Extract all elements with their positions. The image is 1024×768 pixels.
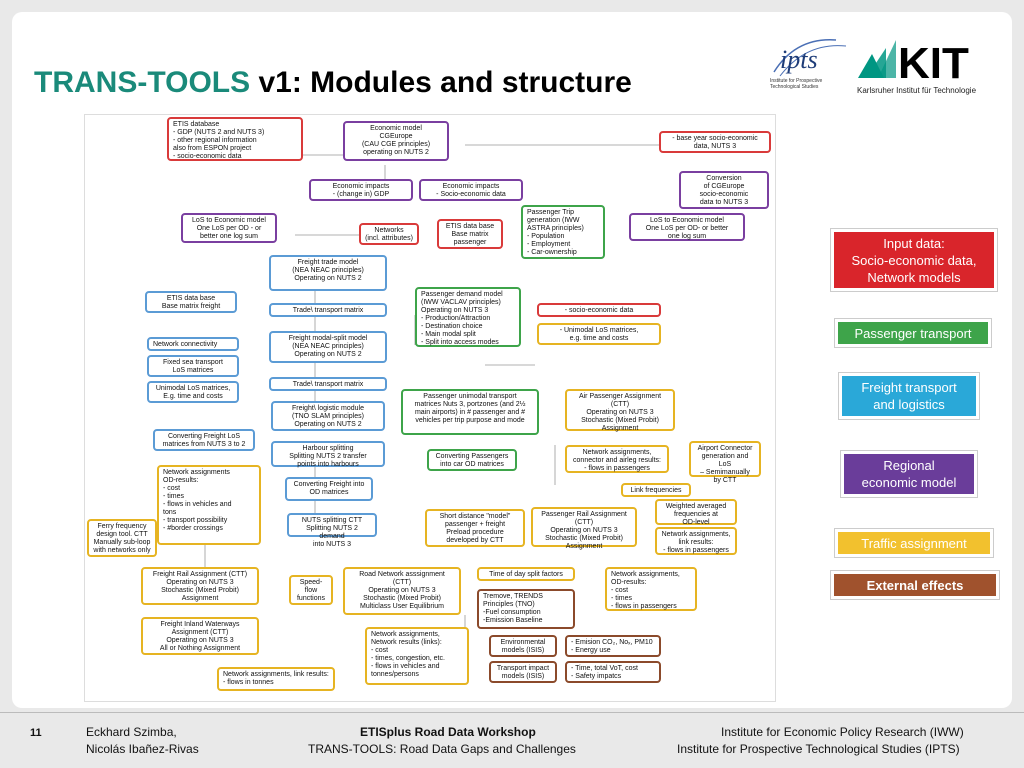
box-air-passenger-assignment: Air Passenger Assignment (CTT) Operating… — [565, 389, 675, 432]
box-network-assignments-air: Network assignments, connector and airle… — [565, 445, 669, 473]
box-converting-passengers: Converting Passengers into car OD matric… — [427, 449, 517, 471]
box-transport-impact-models: Transport impact models (ISIS) — [489, 661, 557, 683]
box-road-network-assignment: Road Network asssignment (CTT) Operating… — [343, 567, 461, 615]
box-etis-base-freight: ETIS data base Base matrix freight — [145, 291, 237, 313]
box-network-assignments-tonnes: Network assignments, link results: - flo… — [217, 667, 335, 691]
box-speed-flow: Speed- flow functions — [289, 575, 333, 605]
box-network-assignments-od: Network assignments OD-results: - cost -… — [157, 465, 261, 545]
box-short-distance-model: Short distance "model" passenger + freig… — [425, 509, 525, 547]
box-time-of-day: Time of day split factors — [477, 567, 575, 581]
footer-institute-2: Institute for Prospective Technological … — [677, 742, 960, 756]
footer-author-1: Eckhard Szimba, — [86, 725, 177, 739]
box-airport-connector: Airport Connector generation and LoS – S… — [689, 441, 761, 484]
box-fixed-sea-transport: Fixed sea transport LoS matrices — [147, 355, 239, 377]
box-trade-matrix-2: Trade\ transport matrix — [269, 377, 387, 391]
ipts-logo-subtitle: Institute for Prospective Technological … — [770, 78, 823, 90]
box-freight-trade-model: Freight trade model (NEA NEAC principles… — [269, 255, 387, 291]
box-converting-freight-od: Converting Freight into OD matrices — [285, 477, 373, 501]
box-unimodal-los-freight: Unimodal LoS matrices, E.g. time and cos… — [147, 381, 239, 403]
box-econ-impacts-gdp: Economic impacts - (change in) GDP — [309, 179, 413, 201]
kit-logo-subtitle: Karlsruher Institut für Technologie — [857, 86, 977, 95]
box-link-frequencies: Link frequencies — [621, 483, 691, 497]
box-economic-model: Economic model CGEurope (CAU CGE princip… — [343, 121, 449, 161]
ipts-logo: ipts — [766, 32, 856, 98]
legend-traffic-assignment: Traffic assignment — [838, 532, 990, 554]
legend-external-effects: External effects — [834, 574, 996, 596]
legend-freight-transport: Freight transport and logistics — [842, 376, 976, 416]
box-socio-economic-data: - socio-economic data — [537, 303, 661, 317]
box-econ-impacts-socio: Economic impacts - Socio-economic data — [419, 179, 523, 201]
box-environmental-models: Environmental models (ISIS) — [489, 635, 557, 657]
box-harbour-splitting: Harbour splitting Splitting NUTS 2 trans… — [271, 441, 385, 468]
page-number: 11 — [30, 727, 42, 739]
module-diagram: ETIS database - GDP (NUTS 2 and NUTS 3) … — [84, 114, 776, 702]
box-network-connectivity: Network connectivity — [147, 337, 239, 351]
ipts-logo-graphic: ipts — [773, 39, 847, 77]
box-passenger-rail-assignment: Passenger Rail Assignment (CTT) Operatin… — [531, 507, 637, 550]
legend-regional-economic: Regional economic model — [844, 454, 974, 494]
box-freight-modal-split: Freight modal-split model (NEA NEAC prin… — [269, 331, 387, 363]
box-converting-freight-los: Converting Freight LoS matrices from NUT… — [153, 429, 255, 451]
kit-logo-graphic: KIT — [858, 39, 969, 88]
box-etis-base-passenger: ETIS data base Base matrix passenger — [437, 219, 503, 249]
box-network-assignments-road: Network assignments, OD-results: - cost … — [605, 567, 697, 611]
box-trip-generation: Passenger Trip generation (IWW ASTRA pri… — [521, 205, 605, 259]
page-title: TRANS-TOOLS v1: Modules and structure — [34, 66, 632, 100]
box-tremove: Tremove, TRENDS Principles (TNO) -Fuel c… — [477, 589, 575, 629]
kit-logo-text: KIT — [898, 39, 969, 88]
box-emission: - Emision CO₂, Noₓ, PM10 - Energy use — [565, 635, 661, 657]
footer-institute-1: Institute for Economic Policy Research (… — [721, 725, 964, 739]
box-freight-inland-waterways: Freight Inland Waterways Assignment (CTT… — [141, 617, 259, 655]
box-passenger-demand-model: Passenger demand model (IWW VACLAV princ… — [415, 287, 521, 347]
box-network-assignments-links: Network assignments, Network results (li… — [365, 627, 469, 685]
box-los-economic-left: LoS to Economic model One LoS per OD - o… — [181, 213, 277, 243]
ipts-logo-text: ipts — [780, 45, 818, 74]
footer-divider — [0, 712, 1024, 713]
box-los-economic-right: LoS to Economic model One LoS per OD- or… — [629, 213, 745, 241]
title-accent: TRANS-TOOLS — [34, 66, 251, 99]
box-nuts-splitting: NUTS splitting CTT Splitting NUTS 2 dema… — [287, 513, 377, 548]
box-ferry-frequency: Ferry frequency design tool. CTT Manuall… — [87, 519, 157, 557]
kit-logo: KIT — [856, 34, 982, 98]
box-freight-logistic-module: Freight\ logistic module (TNO SLAM princ… — [271, 401, 385, 431]
box-passenger-unimodal-matrices: Passenger unimodal transport matrices Nu… — [401, 389, 539, 435]
box-network-assignments-rail: Network assignments, link results: - flo… — [655, 527, 737, 555]
legend-passenger-transport: Passenger transport — [838, 322, 988, 344]
title-rest: v1: Modules and structure — [250, 66, 632, 99]
footer-author-2: Nicolás Ibañez-Rivas — [86, 742, 199, 756]
box-conversion-cgeurope: Conversion of CGEurope socio-economic da… — [679, 171, 769, 209]
box-time-total: - Time, total VoT, cost - Safety impatcs — [565, 661, 661, 683]
box-weighted-frequencies: Weighted averaged frequencies at OD-leve… — [655, 499, 737, 526]
footer-event: ETISplus Road Data Workshop — [360, 725, 536, 739]
box-base-year-data: - base year socio-economic data, NUTS 3 — [659, 131, 771, 153]
footer-subtitle: TRANS-TOOLS: Road Data Gaps and Challeng… — [308, 742, 576, 756]
box-etis-database: ETIS database - GDP (NUTS 2 and NUTS 3) … — [167, 117, 303, 161]
box-unimodal-los-passenger: - Unimodal LoS matrices, e.g. time and c… — [537, 323, 661, 345]
box-freight-rail-assignment: Freight Rail Assignment (CTT) Operating … — [141, 567, 259, 605]
box-trade-matrix-1: Trade\ transport matrix — [269, 303, 387, 317]
legend-input-data: Input data: Socio-economic data, Network… — [834, 232, 994, 288]
box-networks: Networks (incl. attributes) — [359, 223, 419, 245]
